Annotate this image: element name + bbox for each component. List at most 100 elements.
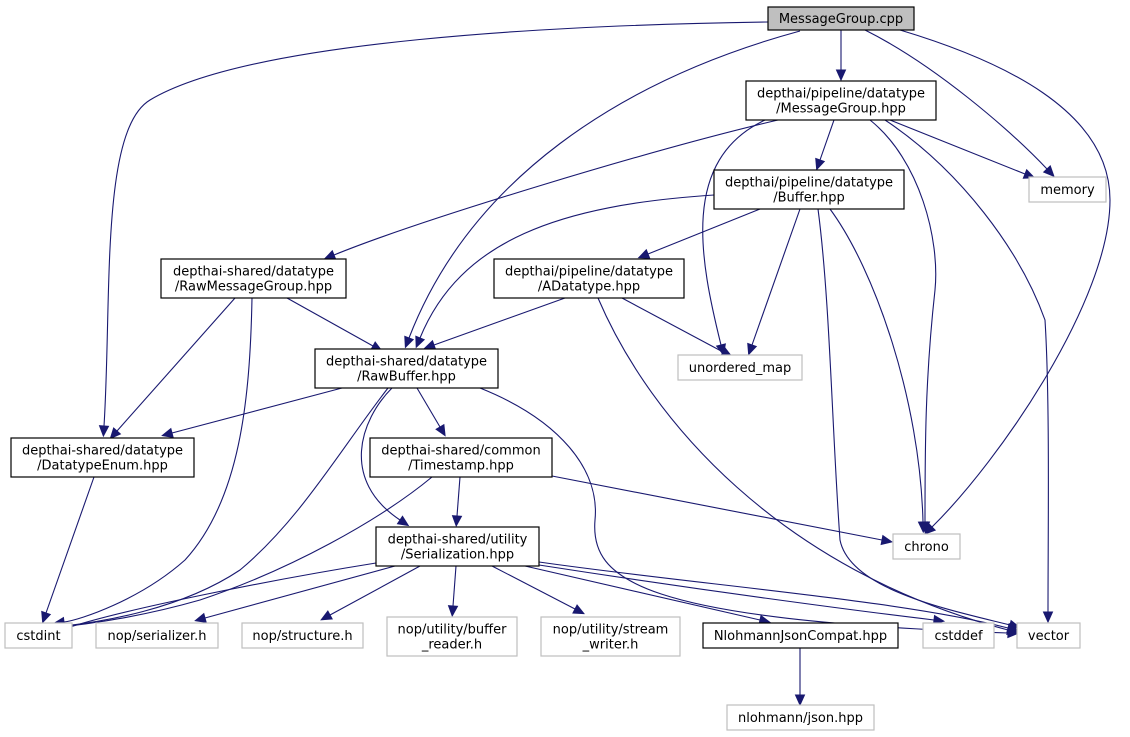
edge-line bbox=[63, 297, 253, 623]
node-cstdint: cstdint bbox=[4, 622, 73, 649]
edge-line bbox=[899, 29, 1111, 528]
arrowhead-icon bbox=[41, 610, 52, 624]
arrowhead-icon bbox=[572, 604, 585, 615]
node-label: depthai/pipeline/datatype bbox=[725, 176, 893, 191]
arrowhead-icon bbox=[917, 521, 929, 534]
edges-layer bbox=[41, 21, 1111, 707]
node-buffer[interactable]: depthai/pipeline/datatype/Buffer.hpp bbox=[713, 169, 905, 210]
arrowhead-icon bbox=[415, 335, 426, 349]
node-label: /Buffer.hpp bbox=[773, 191, 845, 206]
edge-line bbox=[408, 30, 801, 339]
node-rawbuffer[interactable]: depthai-shared/datatype/RawBuffer.hpp bbox=[314, 348, 499, 389]
node-cpp[interactable]: MessageGroup.cpp bbox=[767, 6, 915, 31]
node-dtenum[interactable]: depthai-shared/datatype/DatatypeEnum.hpp bbox=[10, 437, 195, 478]
edge-rawbuffer-to-dtenum bbox=[161, 387, 343, 438]
node-box bbox=[745, 80, 937, 121]
node-rawmg[interactable]: depthai-shared/datatype/RawMessageGroup.… bbox=[160, 258, 347, 299]
node-adatatype[interactable]: depthai/pipeline/datatype/ADatatype.hpp bbox=[493, 258, 685, 299]
edge-serial-to-nopsw bbox=[491, 565, 585, 615]
edge-buffer-to-chrono bbox=[829, 208, 929, 534]
edge-line bbox=[864, 29, 1048, 170]
node-mghpp[interactable]: depthai/pipeline/datatype/MessageGroup.h… bbox=[745, 80, 937, 121]
edge-rawmg-to-dtenum bbox=[109, 297, 236, 440]
node-njc[interactable]: NlohmannJsonCompat.hpp bbox=[702, 622, 899, 649]
edge-rawbuffer-to-serial bbox=[360, 387, 410, 527]
node-box bbox=[386, 616, 518, 657]
node-nopsw: nop/utility/stream_writer.h bbox=[540, 616, 681, 657]
edge-line bbox=[63, 476, 433, 628]
arrowhead-icon bbox=[447, 605, 459, 618]
arrowhead-icon bbox=[794, 694, 806, 707]
node-nopbr: nop/utility/buffer_reader.h bbox=[386, 616, 518, 657]
node-label: vector bbox=[1028, 629, 1070, 644]
edge-serial-to-nopser bbox=[194, 565, 396, 623]
edge-serial-to-nopbr bbox=[447, 565, 459, 618]
arrowhead-icon bbox=[109, 427, 122, 440]
arrowhead-icon bbox=[637, 248, 651, 259]
arrowhead-icon bbox=[161, 427, 174, 438]
edge-cpp-to-dtenum bbox=[98, 21, 769, 438]
arrowhead-icon bbox=[835, 69, 847, 82]
node-box bbox=[375, 526, 540, 567]
edge-timestamp-to-serial bbox=[451, 476, 463, 528]
node-timestamp[interactable]: depthai-shared/common/Timestamp.hpp bbox=[369, 437, 553, 478]
node-label: cstdint bbox=[16, 629, 60, 644]
node-box bbox=[369, 437, 553, 478]
edge-line bbox=[360, 387, 401, 521]
node-label: nlohmann/json.hpp bbox=[738, 711, 863, 726]
edge-line bbox=[524, 565, 761, 621]
edge-line bbox=[491, 565, 576, 610]
edge-buffer-to-rawbuffer bbox=[415, 194, 715, 349]
edge-line bbox=[171, 387, 343, 434]
node-label: nop/utility/buffer bbox=[398, 623, 508, 638]
edge-line bbox=[538, 561, 1009, 629]
edge-line bbox=[819, 119, 835, 161]
edge-mghpp-to-umap bbox=[702, 119, 766, 356]
node-box bbox=[160, 258, 347, 299]
edge-line bbox=[63, 562, 377, 630]
node-box bbox=[10, 437, 195, 478]
node-label: depthai/pipeline/datatype bbox=[505, 265, 673, 280]
arrowhead-icon bbox=[880, 534, 894, 546]
node-box bbox=[726, 704, 875, 731]
node-nopser: nop/serializer.h bbox=[95, 622, 219, 649]
node-label: /Serialization.hpp bbox=[401, 548, 514, 563]
node-serial[interactable]: depthai-shared/utility/Serialization.hpp bbox=[375, 526, 540, 567]
edge-serial-to-njc bbox=[524, 565, 771, 626]
arrowhead-icon bbox=[1042, 165, 1055, 178]
edge-line bbox=[884, 119, 1049, 613]
node-box bbox=[95, 622, 219, 649]
edge-line bbox=[333, 119, 779, 256]
node-label: depthai-shared/common bbox=[381, 444, 540, 459]
node-label: MessageGroup.cpp bbox=[779, 12, 903, 27]
nodes-layer: MessageGroup.cpp depthai/pipeline/datatyp… bbox=[4, 6, 1107, 731]
node-label: unordered_map bbox=[689, 361, 792, 376]
edge-line bbox=[45, 476, 95, 614]
edge-adatatype-to-umap bbox=[621, 297, 733, 358]
arrowhead-icon bbox=[451, 515, 463, 528]
node-box bbox=[702, 622, 899, 649]
node-cstddef: cstddef bbox=[922, 622, 995, 649]
edge-line bbox=[751, 208, 801, 346]
node-umap: unordered_map bbox=[677, 354, 803, 381]
edge-line bbox=[329, 565, 421, 616]
edge-line bbox=[889, 119, 1026, 175]
edge-line bbox=[621, 297, 724, 353]
node-box bbox=[892, 533, 961, 560]
edge-timestamp-to-chrono bbox=[551, 475, 894, 546]
edge-buffer-to-umap bbox=[747, 208, 801, 356]
edge-mghpp-to-buffer bbox=[815, 119, 835, 171]
edge-line bbox=[452, 565, 457, 607]
arrowhead-icon bbox=[320, 610, 333, 621]
edge-cpp-to-memory bbox=[864, 29, 1055, 178]
edge-serial-to-nopstruct bbox=[320, 565, 421, 621]
arrowhead-icon bbox=[1042, 611, 1054, 624]
node-label: /MessageGroup.hpp bbox=[776, 102, 906, 117]
node-box bbox=[922, 622, 995, 649]
edge-line bbox=[103, 21, 769, 427]
edge-line bbox=[829, 208, 924, 523]
node-box bbox=[314, 348, 499, 389]
node-box bbox=[677, 354, 803, 381]
edge-line bbox=[433, 297, 566, 346]
edge-line bbox=[647, 208, 761, 255]
